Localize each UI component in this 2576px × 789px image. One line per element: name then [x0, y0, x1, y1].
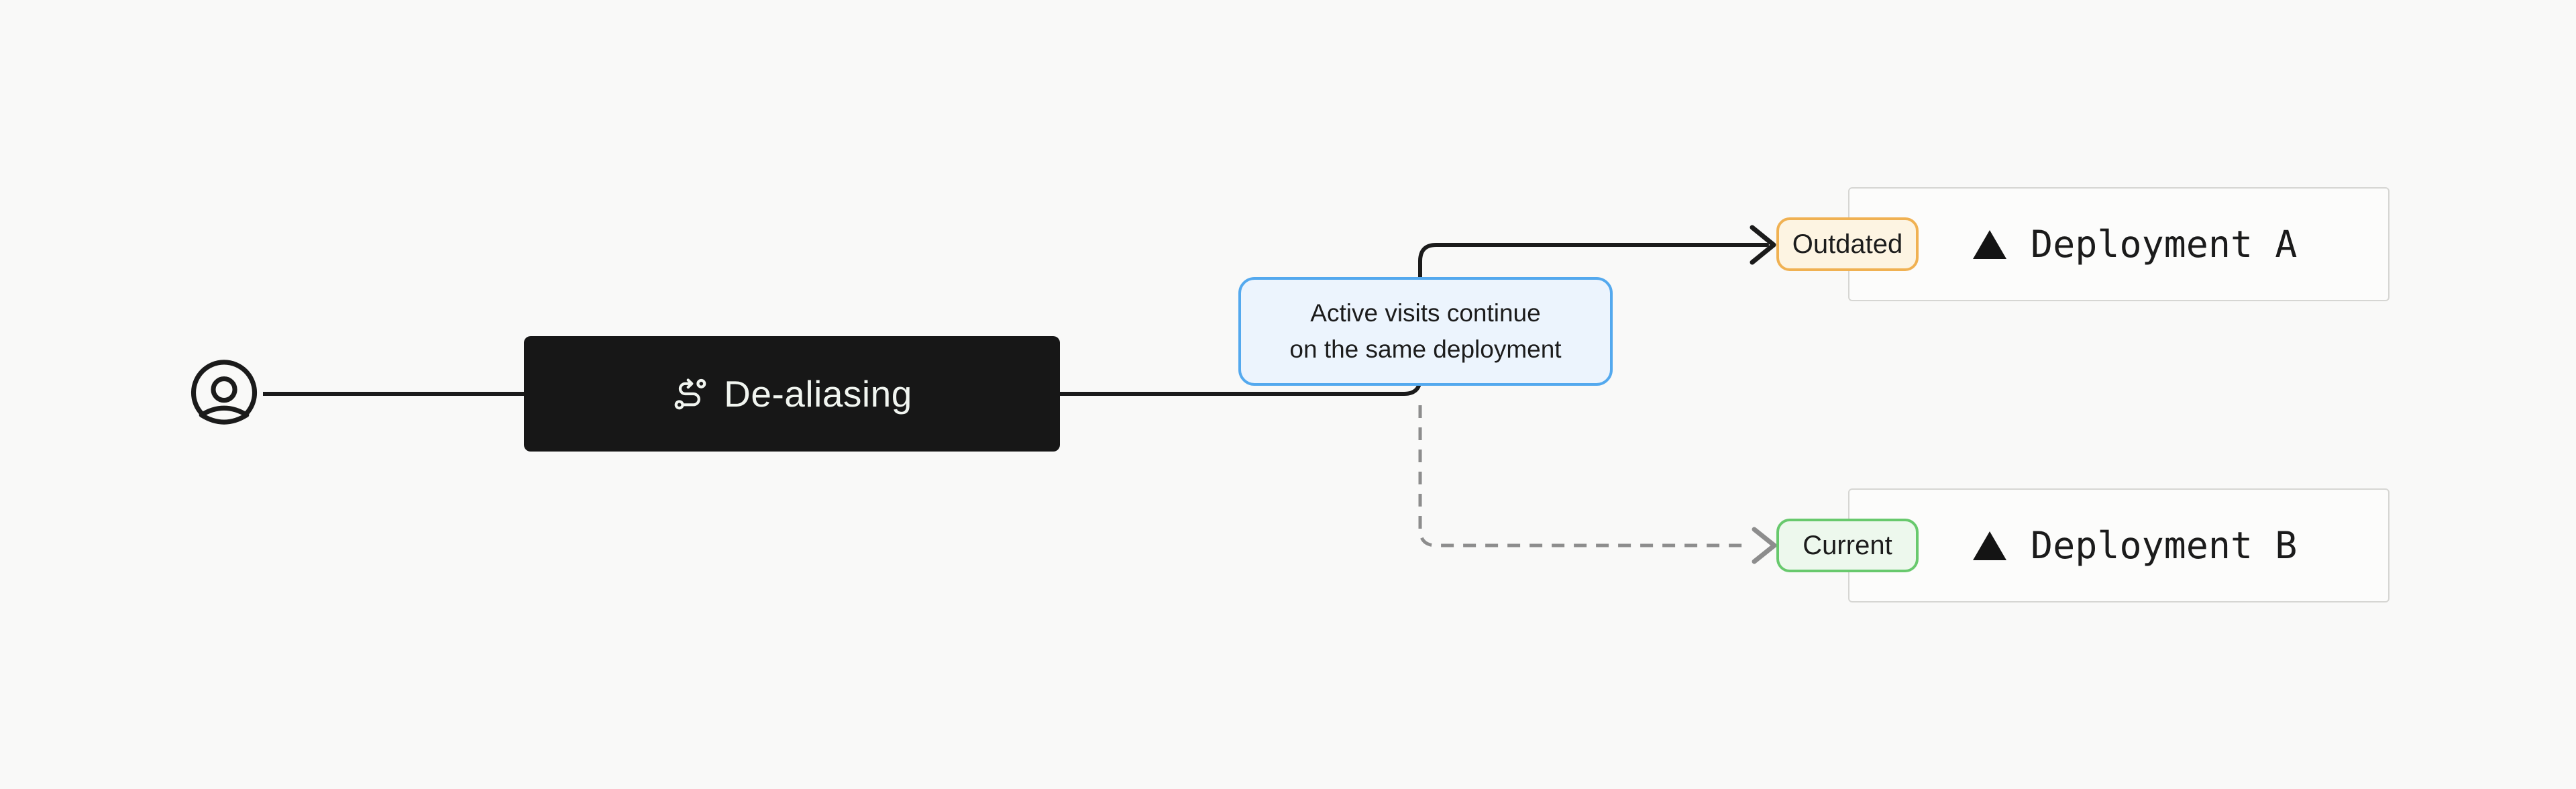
tooltip: Active visits continue on the same deplo… — [1238, 277, 1613, 386]
tooltip-line-1: Active visits continue — [1310, 299, 1541, 327]
current-status-badge: Current — [1776, 519, 1919, 572]
solid-arrowhead-icon — [1750, 225, 1776, 265]
dealias-node: De-aliasing — [524, 336, 1060, 452]
user-circle-icon — [191, 360, 258, 425]
deployment-b-card: Deployment B — [1848, 488, 2390, 602]
tooltip-line-2: on the same deployment — [1289, 335, 1562, 363]
deployment-a-label: Deployment A — [2031, 223, 2298, 266]
outdated-status-badge: Outdated — [1776, 217, 1919, 271]
vercel-triangle-icon — [1973, 229, 2006, 259]
deployment-a-card: Deployment A — [1848, 187, 2390, 301]
dealias-to-current-dashed-line — [1418, 405, 1748, 547]
dealias-label: De-aliasing — [724, 373, 912, 415]
vercel-triangle-icon — [1973, 531, 2006, 560]
deployment-b-label: Deployment B — [2031, 524, 2298, 567]
dashed-arrowhead-icon — [1752, 527, 1777, 564]
route-icon — [674, 378, 706, 410]
